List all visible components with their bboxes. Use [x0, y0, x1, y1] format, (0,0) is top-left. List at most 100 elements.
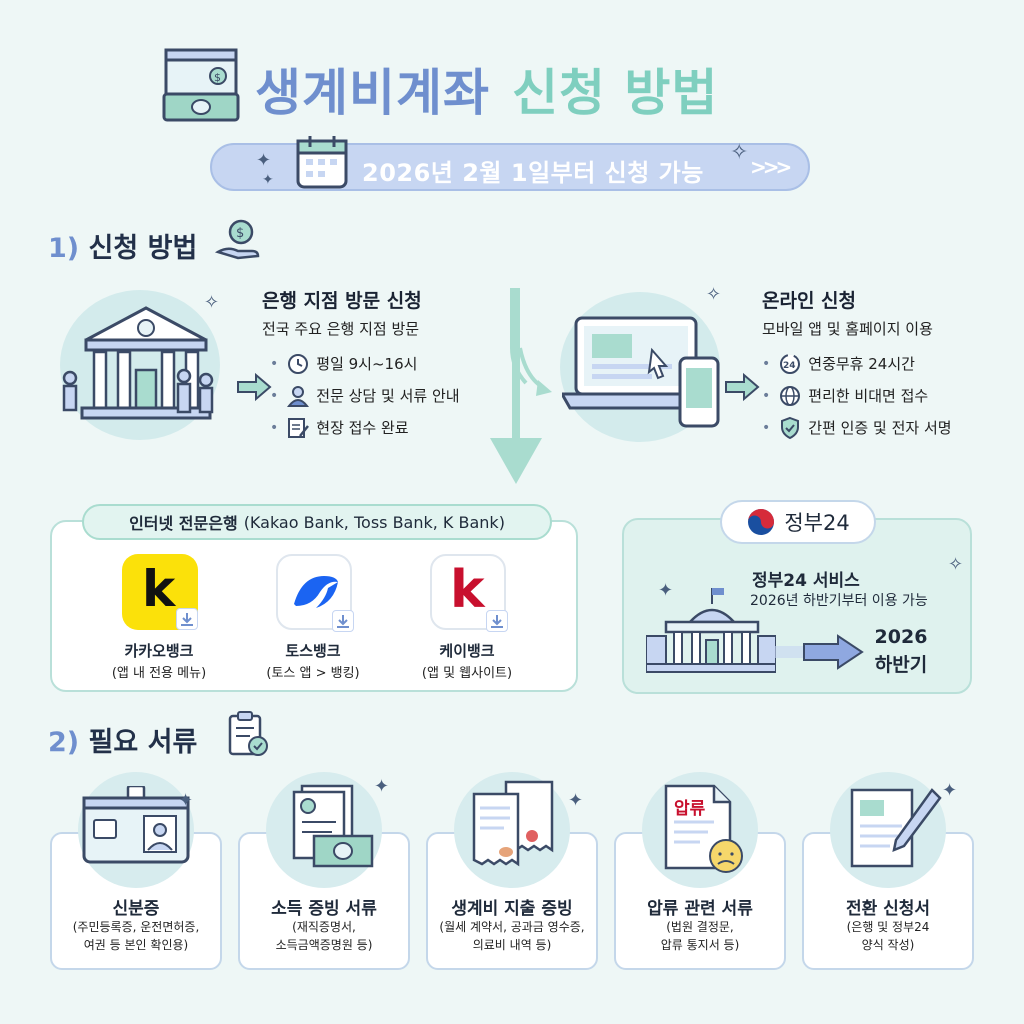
doc-title: 신분증: [112, 899, 160, 919]
bank-visit-list: • 평일 9시~16시 • 전문 상담 및 서류 안내 • 현장 접수 완료: [270, 348, 460, 444]
online-list: • 24 연중무휴 24시간 • 편리한 비대면 접수 • 간편 인증 및 전자…: [762, 348, 952, 444]
download-icon: [332, 610, 354, 632]
doc-note-line-1: (주민등록증, 운전면허증,: [72, 920, 200, 934]
internet-bank-label: 인터넷 전문은행 (Kakao Bank, Toss Bank, K Bank): [82, 504, 552, 540]
doc-note-line-2: 양식 작성): [861, 938, 915, 952]
right-arrow-icon: [236, 372, 272, 402]
kbank-name: 케이뱅크: [439, 642, 495, 660]
toss-logo-icon: [294, 576, 338, 608]
section-2-heading: 2) 필요 서류: [48, 720, 197, 759]
id-card-icon: [80, 784, 192, 870]
doc-title: 생계비 지출 증빙: [451, 899, 573, 919]
laptop-phone-icon: [559, 314, 732, 434]
taegeuk-icon: [748, 509, 775, 535]
tossbank-app-icon[interactable]: [276, 554, 354, 632]
doc-note-line-2: 압류 통지서 등): [660, 938, 740, 952]
list-item-text: 전문 상담 및 서류 안내: [316, 387, 460, 405]
gov24-badge: 정부24: [720, 500, 876, 544]
gov24-year: 2026: [874, 626, 928, 648]
section-label: 필요 서류: [88, 727, 198, 758]
list-item-text: 연중무휴 24시간: [808, 355, 915, 373]
kbank-app-icon[interactable]: k: [430, 554, 508, 632]
sparkle-icon: ✧: [706, 284, 722, 305]
gov24-subtitle: 2026년 하반기부터 이용 가능: [750, 593, 928, 609]
gov24-badge-text: 정부24: [784, 511, 850, 535]
sparkle-icon: ✦: [256, 150, 272, 171]
online-subtitle: 모바일 앱 및 홈페이지 이용: [762, 320, 933, 338]
doc-note-line-1: (재직증명서,: [292, 920, 356, 934]
seizure-stamp: 압류: [674, 799, 706, 819]
date-text: 2026년 2월 1일부터 신청 가능: [362, 159, 704, 187]
online-title: 온라인 신청: [762, 290, 857, 312]
kakaobank-note: (앱 내 전용 메뉴): [111, 666, 207, 681]
shield-check-icon: [778, 416, 802, 440]
kbank-logo-letter: k: [450, 560, 485, 620]
clipboard-check-icon: [226, 710, 270, 762]
income-docs-icon: [284, 780, 380, 880]
doc-title: 전환 신청서: [845, 899, 931, 919]
list-item-text: 간편 인증 및 전자 서명: [808, 419, 952, 437]
down-arrow-icon: [486, 288, 566, 496]
bank-building-icon: [56, 300, 236, 444]
doc-title: 소득 증빙 서류: [271, 899, 377, 919]
chevrons-icon: >>>: [750, 155, 792, 179]
kbank-note: (앱 및 웹사이트): [421, 666, 513, 681]
list-item-text: 평일 9시~16시: [316, 355, 418, 373]
internet-bank-label-rest: (Kakao Bank, Toss Bank, K Bank): [243, 512, 505, 532]
list-item: • 간편 인증 및 전자 서명: [762, 412, 952, 444]
sparkle-icon: ✦: [178, 790, 194, 811]
download-icon: [486, 610, 508, 632]
download-icon: [176, 608, 198, 630]
svg-text:24: 24: [783, 361, 796, 371]
sparkle-icon: ✦: [262, 172, 274, 188]
kakaobank-app-icon[interactable]: k: [122, 554, 198, 630]
sparkle-icon: ✦: [658, 580, 674, 601]
bank-visit-subtitle: 전국 주요 은행 지점 방문: [262, 320, 420, 338]
doc-note-line-2: 여권 등 본인 확인용): [83, 938, 189, 952]
sparkle-icon: ✧: [730, 140, 749, 165]
section-1-heading: 1) 신청 방법: [48, 226, 197, 265]
doc-note-line-2: 소득금액증명원 등): [275, 938, 373, 952]
doc-note-line-1: (월세 계약서, 공과금 영수증,: [439, 920, 585, 934]
section-number: 1): [48, 233, 80, 264]
sparkle-icon: ✧: [204, 292, 220, 313]
list-item-text: 편리한 비대면 접수: [808, 387, 929, 405]
form-icon: [286, 416, 310, 440]
application-form-pen-icon: [848, 782, 944, 876]
sparkle-icon: ✦: [568, 790, 584, 811]
receipt-icon: [466, 780, 562, 880]
clock-icon: [286, 352, 310, 376]
title-part-2: 신청 방법: [512, 64, 719, 122]
section-number: 2): [48, 727, 80, 758]
government-building-icon: [645, 586, 777, 682]
gov24-title: 정부24 서비스: [752, 571, 860, 591]
sparkle-icon: ✦: [942, 780, 958, 801]
sparkle-icon: ✦: [374, 776, 390, 797]
sparkle-icon: ✧: [948, 554, 964, 575]
title-part-1: 생계비계좌: [255, 64, 490, 122]
internet-bank-label-bold: 인터넷 전문은행: [129, 514, 238, 533]
calendar-icon: [294, 133, 352, 193]
list-item-text: 현장 접수 완료: [316, 419, 409, 437]
doc-note-line-1: (법원 결정문,: [666, 920, 734, 934]
list-item: • 현장 접수 완료: [270, 412, 460, 444]
consultant-icon: [286, 384, 310, 408]
kakaobank-name: 카카오뱅크: [124, 642, 194, 660]
bank-visit-title: 은행 지점 방문 신청: [262, 290, 422, 312]
list-item: • 24 연중무휴 24시간: [762, 348, 952, 380]
doc-title: 압류 관련 서류: [647, 899, 753, 919]
forward-arrow-icon: [774, 634, 866, 674]
doc-note-line-2: 의료비 내역 등): [472, 938, 552, 952]
svg-text:$: $: [214, 71, 221, 84]
cash-register-icon: $: [160, 46, 242, 126]
svg-text:$: $: [236, 226, 244, 241]
list-item: • 편리한 비대면 접수: [762, 380, 952, 412]
section-label: 신청 방법: [88, 233, 198, 264]
right-arrow-icon: [724, 372, 760, 402]
tossbank-note: (토스 앱 > 뱅킹): [266, 666, 360, 681]
kakaobank-logo-letter: k: [142, 560, 176, 618]
globe-icon: [778, 384, 802, 408]
list-item: • 전문 상담 및 서류 안내: [270, 380, 460, 412]
seizure-document-icon: 압류: [660, 782, 750, 882]
list-item: • 평일 9시~16시: [270, 348, 460, 380]
